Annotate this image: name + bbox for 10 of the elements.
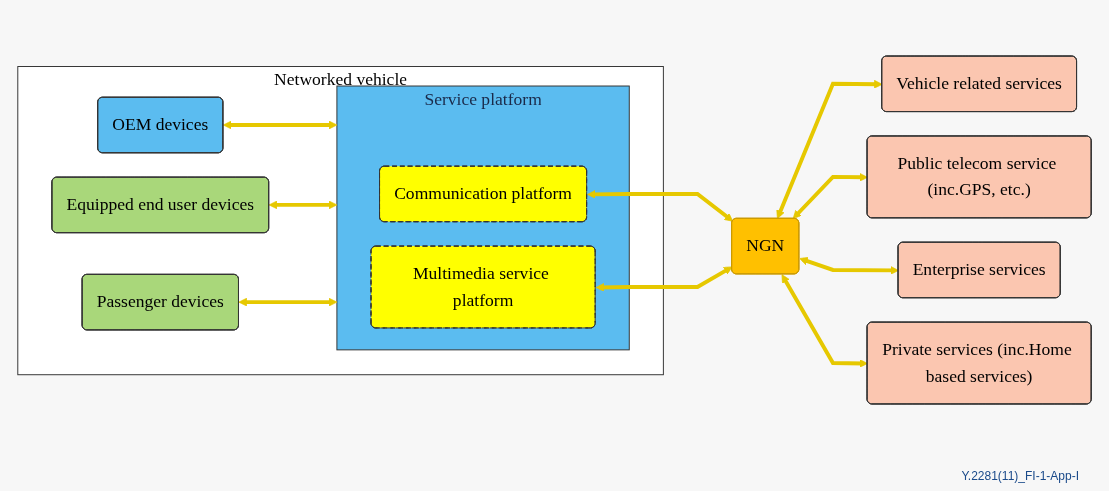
figure-id: Y.2281(11)_FI-1-App-I [961, 469, 1079, 483]
arrow [781, 274, 868, 368]
arrow [792, 173, 868, 219]
arrow [587, 190, 734, 222]
arrow [222, 120, 338, 130]
arrow [595, 266, 733, 292]
arrow [238, 297, 338, 307]
arrow [776, 79, 883, 219]
arrow [268, 200, 338, 210]
arrow [799, 257, 899, 275]
